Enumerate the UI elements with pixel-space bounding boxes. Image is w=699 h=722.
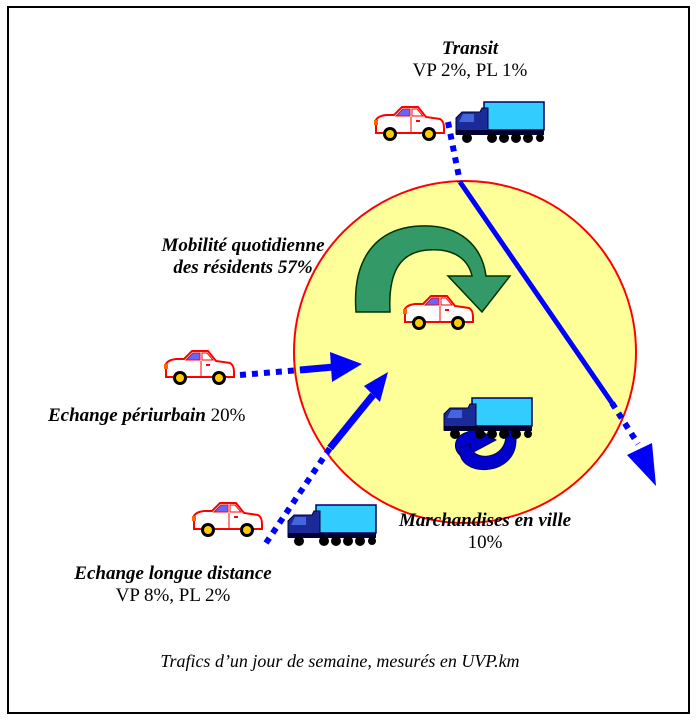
longue-distance-arrow [263, 372, 388, 545]
mobilite-line2: des résidents 57% [173, 257, 313, 278]
car-icon [373, 106, 445, 142]
transit-label: Transit VP 2%, PL 1% [395, 38, 545, 82]
periurbain-value: 20% [210, 405, 246, 426]
transit-arrow [445, 121, 656, 486]
periurbain-arrow [239, 352, 362, 382]
mobilite-line1: Mobilité quotidienne [161, 235, 325, 256]
longue-distance-title: Echange longue distance [74, 563, 272, 584]
transit-detail: VP 2%, PL 1% [412, 60, 528, 81]
marchandises-label: Marchandises en ville 10% [380, 510, 590, 554]
periurbain-title: Echange périurbain [48, 405, 206, 426]
car-icon [163, 350, 235, 386]
periurbain-label: Echange périurbain 20% [48, 405, 245, 427]
car-icon [191, 502, 263, 538]
truck-icon [455, 101, 545, 144]
truck-icon [287, 504, 377, 547]
marchandises-value: 10% [467, 532, 503, 553]
transit-title: Transit [441, 38, 499, 59]
longue-distance-label: Echange longue distance VP 8%, PL 2% [48, 563, 298, 607]
mobilite-label: Mobilité quotidienne des résidents 57% [128, 235, 358, 279]
caption: Trafics d’un jour de semaine, mesurés en… [160, 651, 520, 671]
city-circle [293, 180, 637, 524]
curved-arrow-icon [354, 225, 512, 314]
marchandises-title: Marchandises en ville [398, 510, 572, 531]
longue-distance-detail: VP 8%, PL 2% [115, 585, 231, 606]
